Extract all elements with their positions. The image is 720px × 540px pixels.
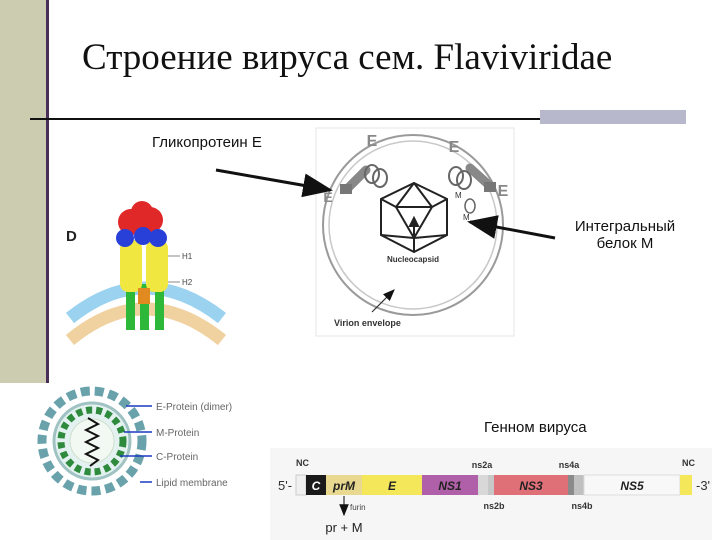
virus-crosssection-diagram: E-Protein (dimer) M-Protein C-Protein Li… [37, 386, 232, 496]
integral-protein-line1: Интегральный [574, 218, 676, 235]
genome-label-ns2a: ns2a [472, 460, 494, 470]
genome-diagram: 5'- -3' NC NC C prM E NS1 NS3 NS5 ns2a n… [270, 448, 712, 540]
segment-label-c: C [312, 479, 321, 493]
segment-label-ns3: NS3 [519, 479, 543, 493]
genome-label-ns2b: ns2b [483, 501, 505, 511]
nucleocapsid-label: Nucleocapsid [387, 255, 439, 264]
genome-five-prime: 5'- [278, 478, 292, 493]
genome-three-prime: -3' [696, 478, 710, 493]
genome-label: Генном вируса [484, 419, 587, 436]
virion-e-label-3: E [323, 189, 332, 205]
genome-nc-left: NC [296, 458, 309, 468]
genome-nc-right: NC [682, 458, 695, 468]
legend-c-protein: C-Protein [156, 452, 198, 463]
legend-lipid-membrane: Lipid membrane [156, 478, 228, 489]
e-protein-left [340, 164, 388, 194]
genome-segment-prm [326, 475, 362, 495]
panel-letter-d: D [66, 228, 77, 245]
prm-cleavage-label: pr + M [325, 520, 362, 535]
e-protein-right [448, 163, 496, 214]
genome-segment-e [362, 475, 422, 495]
integral-protein-line2: белок М [596, 235, 654, 252]
integral-protein-label: Интегральный белок М [560, 218, 690, 252]
virion-m-label-2: M [463, 213, 470, 222]
segment-label-ns1: NS1 [438, 479, 462, 493]
virion-diagram: E E E E M M Nucleocapsid Virion envelope [315, 127, 515, 337]
legend-e-protein: E-Protein (dimer) [156, 402, 232, 413]
h1-label: H1 [182, 252, 193, 261]
virion-e-label-4: E [498, 183, 509, 200]
envelope-pointer [371, 289, 395, 313]
virion-m-label-1: M [455, 191, 462, 200]
virion-e-label-1: E [367, 133, 378, 150]
h2-label: H2 [182, 278, 193, 287]
integral-protein-arrow [467, 215, 556, 240]
nucleocapsid-icosahedron [380, 181, 448, 254]
title-rule [30, 118, 686, 120]
sidebar-strip [0, 0, 48, 383]
segment-label-e: E [388, 479, 397, 493]
glycoprotein-label: Гликопротеин Е [152, 134, 262, 151]
dimer-diagram: D H1 H2 [60, 201, 230, 360]
genome-segment-c [306, 475, 326, 495]
segment-label-ns5: NS5 [620, 479, 644, 493]
sidebar-divider [46, 0, 49, 383]
genome-label-ns4a: ns4a [559, 460, 581, 470]
virion-e-label-2: E [449, 139, 460, 156]
title-accent-bar [540, 110, 686, 124]
virion-envelope-label: Virion envelope [334, 318, 401, 328]
segment-label-prm: prM [332, 479, 356, 493]
glycoprotein-arrow [215, 168, 333, 198]
slide-title: Строение вируса сем. Flaviviridae [82, 37, 613, 78]
legend-m-protein: M-Protein [156, 428, 199, 439]
furin-label: furin [350, 503, 366, 512]
genome-segment-ns3 [494, 475, 568, 495]
genome-label-ns4b: ns4b [571, 501, 593, 511]
genome-segment-ns1 [422, 475, 478, 495]
